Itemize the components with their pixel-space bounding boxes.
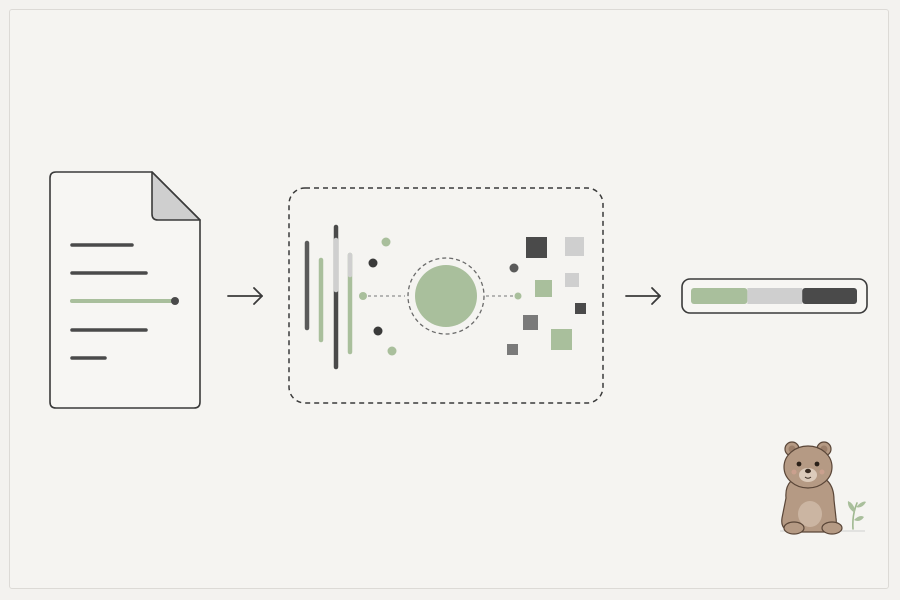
page-fold (151, 171, 201, 221)
plant-icon (847, 501, 866, 530)
processing-box (288, 187, 604, 404)
progress-bar-segment (802, 288, 857, 304)
central-node (407, 257, 485, 335)
input-dots (359, 237, 397, 356)
processing-box-border (288, 187, 604, 404)
arrow-right-icon (227, 287, 263, 305)
document-icon (49, 171, 201, 409)
progress-bar-segment (691, 288, 748, 304)
progress-bar-segment (747, 288, 803, 304)
output-squares (507, 237, 586, 355)
highlight-marker (171, 297, 179, 305)
progress-bar-segments (691, 288, 857, 304)
arrow-right-icon (625, 287, 661, 305)
waveform-bars (304, 224, 353, 370)
bear-mascot-icon (780, 441, 866, 535)
progress-bar (681, 278, 868, 314)
connector-dot (514, 292, 522, 300)
